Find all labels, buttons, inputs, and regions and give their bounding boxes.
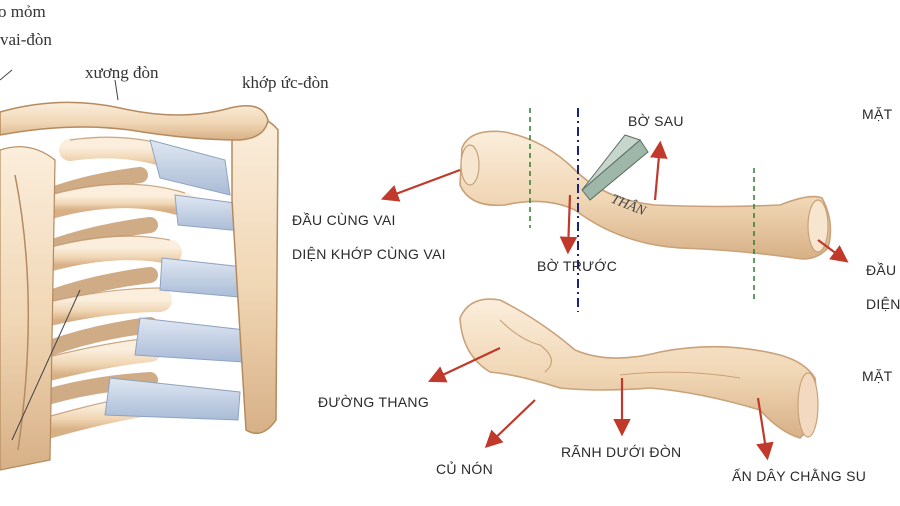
label-ranh-duoi-don: RÃNH DƯỚI ĐÒN	[561, 444, 682, 460]
label-cu-non: CỦ NÓN	[436, 461, 494, 477]
label-mat-bottom: MẶT	[862, 368, 893, 384]
label-duong-thang: ĐƯỜNG THANG	[318, 394, 430, 410]
sternum	[231, 115, 279, 435]
label-bo-sau: BỜ SAU	[628, 113, 684, 129]
costal-cartilages	[104, 139, 253, 421]
top-view-arrows	[380, 140, 849, 263]
label-xuong-don: xương đòn	[85, 63, 159, 82]
rib-cage-illustration	[0, 69, 279, 471]
label-mat-top: MẶT	[862, 106, 893, 122]
label-dien-right: DIỆN	[866, 296, 900, 312]
clavicle-left-illustration	[0, 101, 269, 141]
label-dau-cung-vai: ĐẦU CÙNG VAI	[292, 212, 396, 228]
label-khop-uc-don: khớp ức-đòn	[242, 73, 329, 92]
clavicle-top-view	[380, 108, 849, 312]
label-an-day-chang: ẤN DÂY CHẰNG SU	[732, 468, 867, 484]
label-dau-right: ĐẦU	[866, 262, 897, 278]
label-vai-don: vai-đòn	[0, 30, 52, 49]
label-mom: o mỏm	[0, 2, 46, 21]
label-dien-khop-cung-vai: DIỆN KHỚP CÙNG VAI	[292, 246, 446, 262]
clavicle-bottom-view	[428, 298, 819, 461]
bottom-view-arrows	[428, 347, 774, 461]
label-bo-truoc: BỜ TRƯỚC	[537, 258, 618, 274]
